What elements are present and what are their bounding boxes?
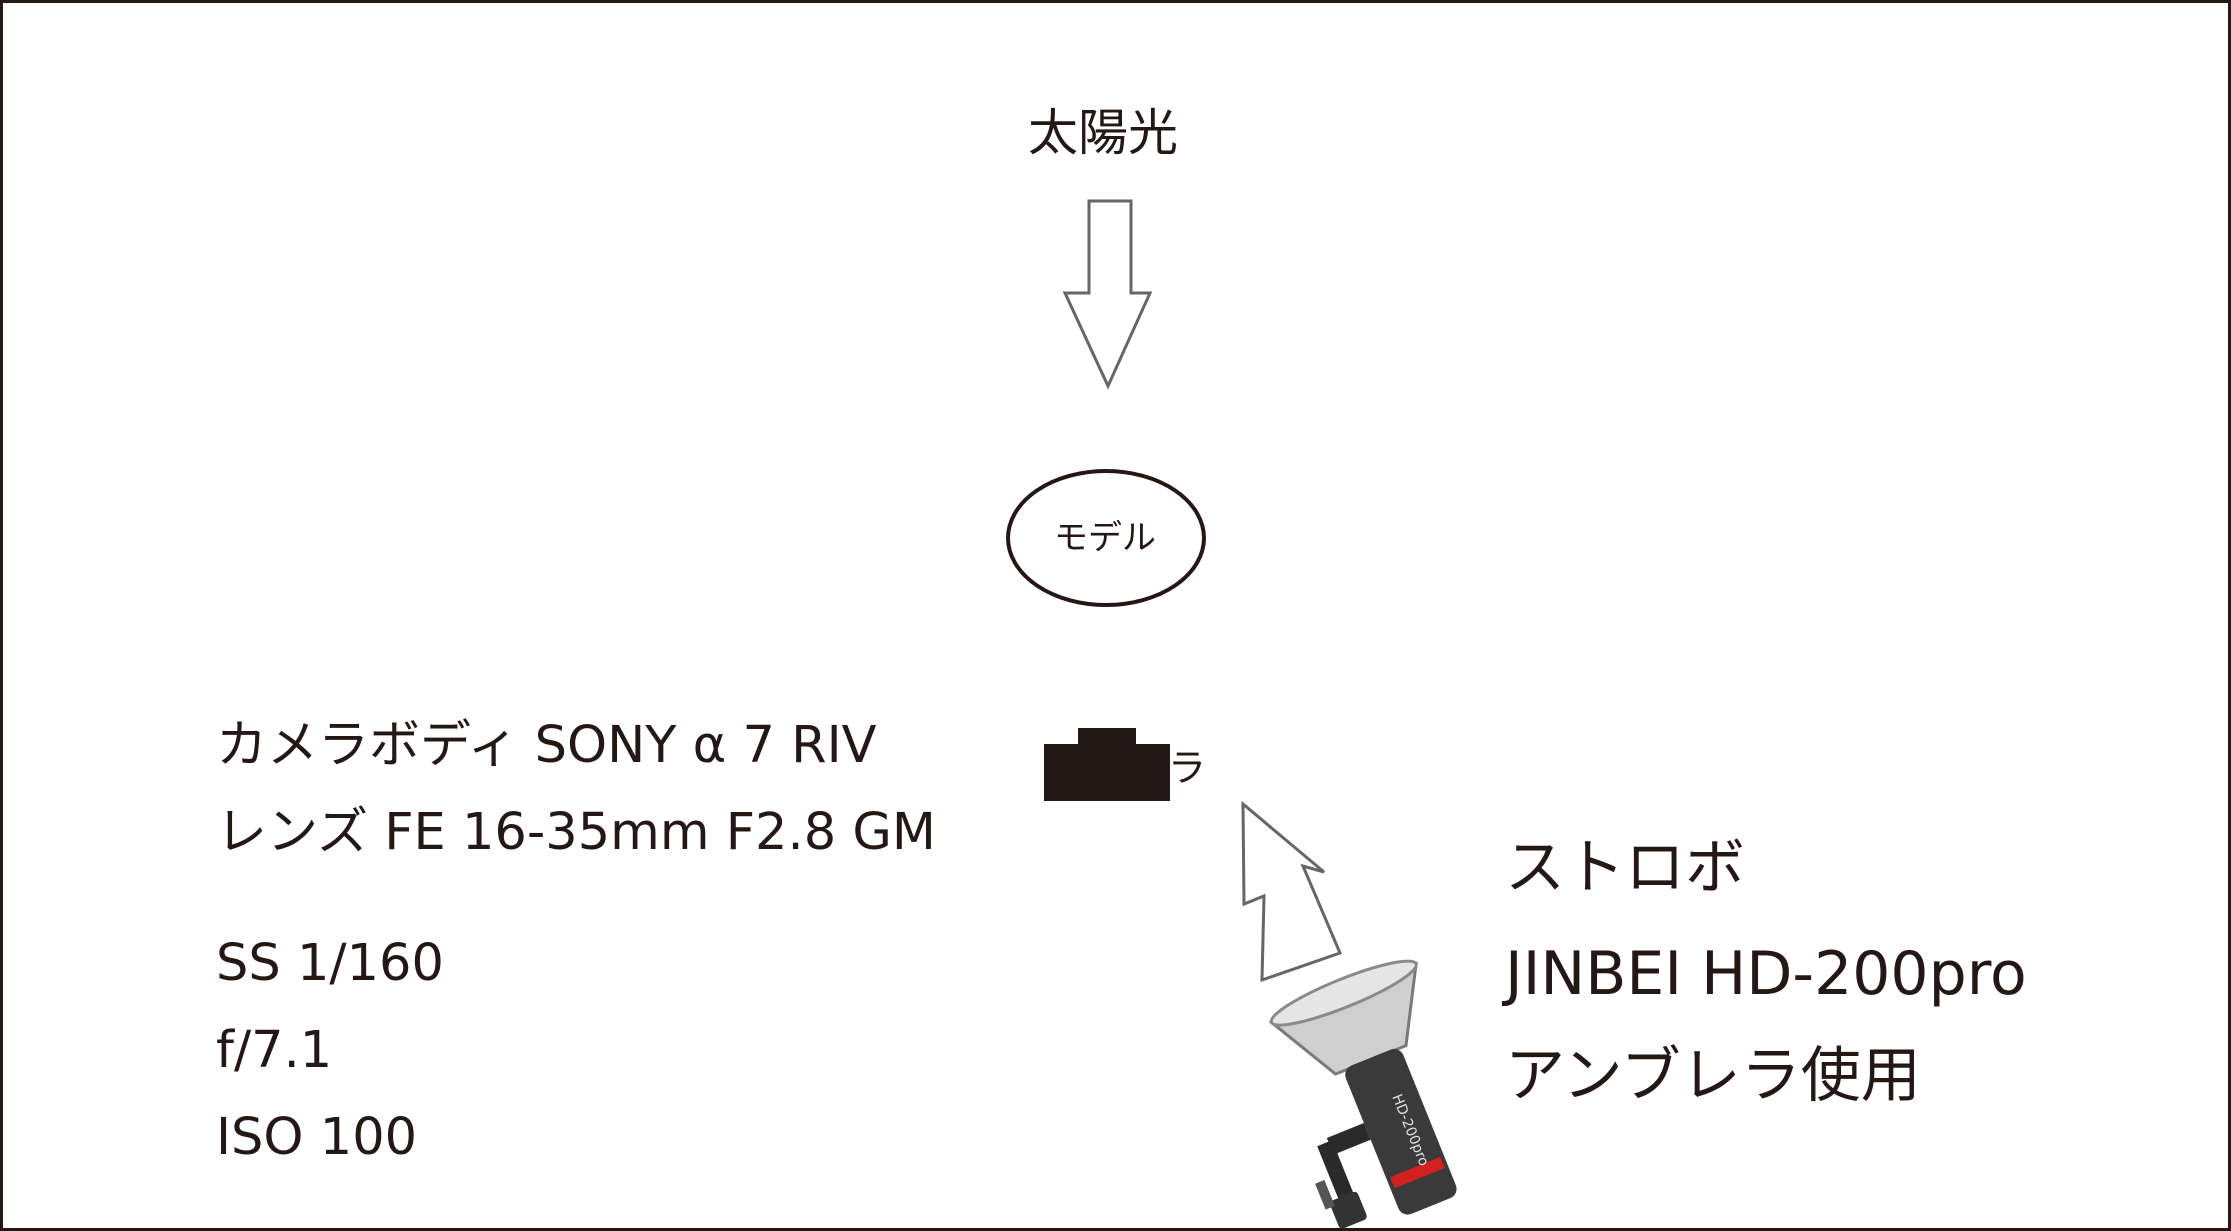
camera-partial-label: ラ (1168, 746, 1206, 790)
strobe-title: ストロボ (1505, 838, 1745, 898)
strobe-arrow-shape (1243, 804, 1340, 980)
camera-icon (1044, 728, 1170, 801)
strobe-modifier-text: アンブレラ使用 (1505, 1046, 1921, 1106)
strobe-device-icon: HD-200pro (1248, 951, 1503, 1231)
lens-text: レンズ FE 16-35mm F2.8 GM (216, 807, 936, 858)
iso-text: ISO 100 (216, 1112, 417, 1163)
sunlight-arrow (1065, 201, 1150, 386)
sunlight-label: 太陽光 (1028, 108, 1178, 158)
aperture-text: f/7.1 (216, 1025, 332, 1076)
camera-body-text: カメラボディ SONY α 7 RIV (216, 720, 877, 771)
strobe-model-text: JINBEI HD-200pro (1505, 944, 2027, 1004)
shutter-speed-text: SS 1/160 (216, 938, 444, 989)
model-label: モデル (1054, 521, 1156, 555)
